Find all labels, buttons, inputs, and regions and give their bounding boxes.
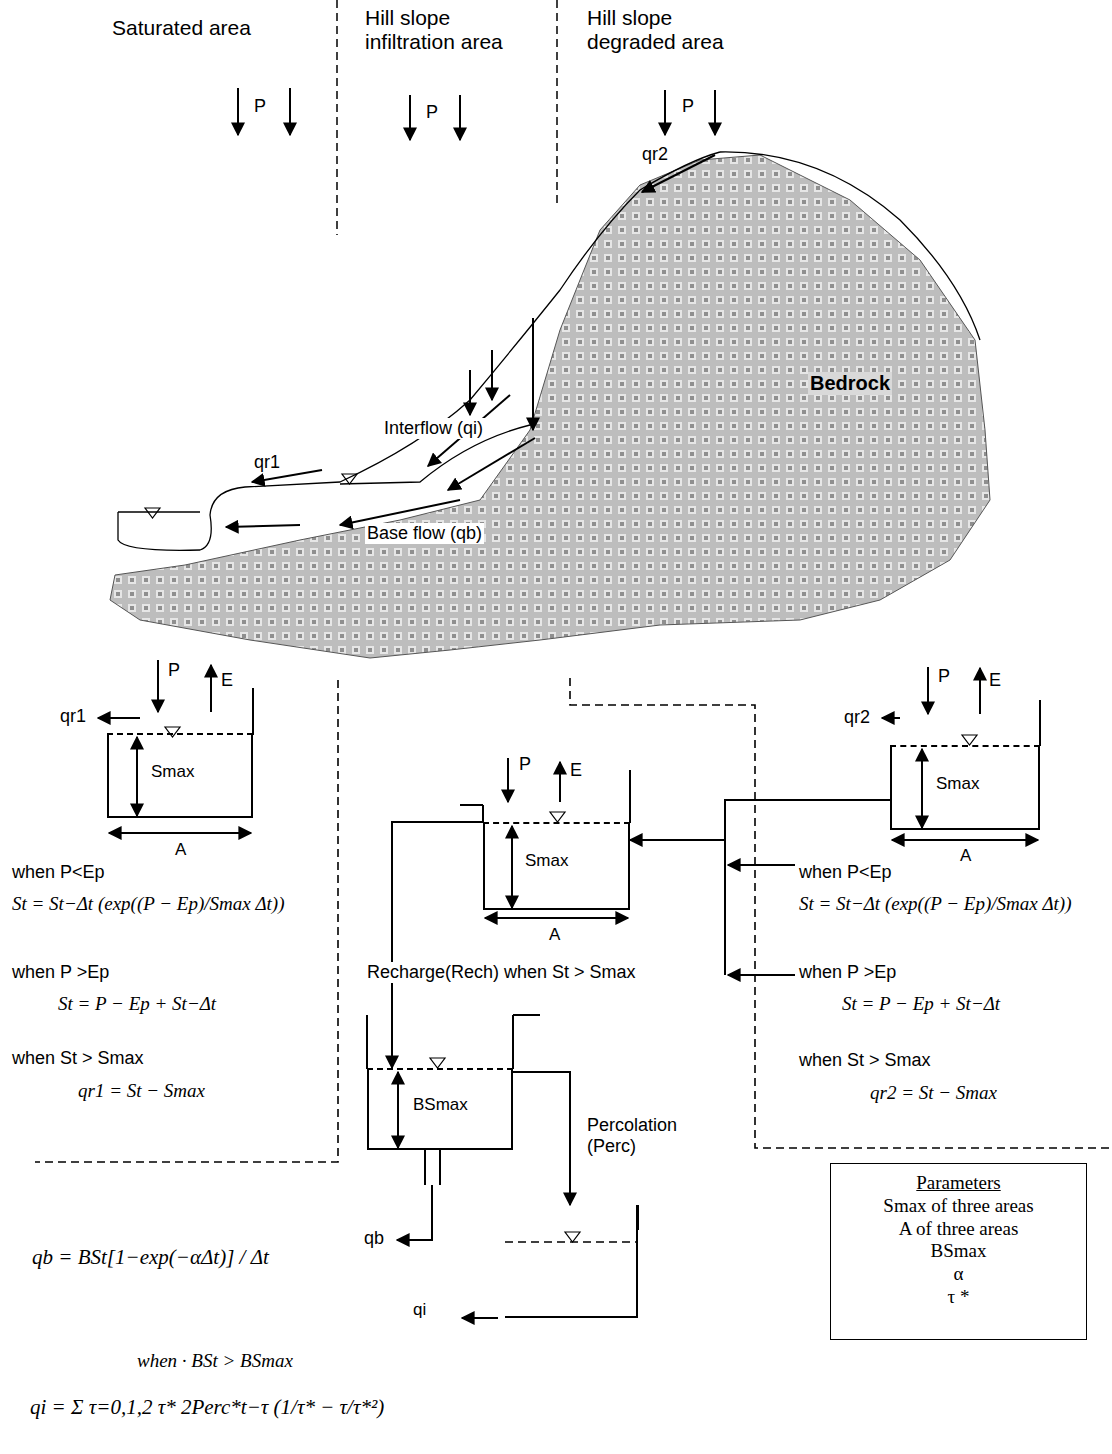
flow-label: when P<Ep (797, 862, 894, 883)
flow-label: P (680, 96, 696, 117)
flow-connector (392, 822, 483, 1068)
flow-label: Bedrock (808, 372, 892, 395)
flow-label: qr2 (640, 144, 670, 165)
area-title: Saturated area (110, 16, 253, 40)
flow-label: qr1 (58, 706, 88, 727)
tank-label: Smax (936, 775, 979, 794)
flow-label: when P >Ep (797, 962, 898, 983)
tank-label: BSmax (413, 1096, 468, 1115)
legend-title: Parameters (837, 1172, 1080, 1195)
flow-connector (630, 800, 890, 840)
reservoir-tank: SmaxA (107, 733, 253, 818)
flow-label: E (987, 670, 1003, 691)
parameter-name: BSmax (837, 1240, 1080, 1263)
flow-label: P (252, 96, 268, 117)
area-title: Hill slope degraded area (585, 6, 749, 54)
tank-label: qi (413, 1301, 426, 1320)
connector-label: Percolation (Perc) (585, 1115, 714, 1156)
flow-label: qr2 (842, 707, 872, 728)
area-title: Hill slope infiltration area (363, 6, 537, 54)
parameter-name: A of three areas (837, 1218, 1080, 1241)
flow-label: Base flow (qb) (365, 523, 484, 544)
equation: when · BSt > BSmax (135, 1350, 295, 1372)
reservoir-tank: BSmax (367, 1068, 513, 1150)
parameter-box: ParametersSmax of three areasA of three … (830, 1163, 1087, 1340)
flow-label: qb (362, 1228, 386, 1249)
equation: qr2 = St − Smax (868, 1082, 999, 1104)
flow-label: P (424, 102, 440, 123)
tank-label: A (175, 841, 186, 860)
parameter-name: Smax of three areas (837, 1195, 1080, 1218)
tank-label: A (960, 847, 971, 866)
flow-label: when St > Smax (10, 1048, 146, 1069)
equation: St = St−Δt (exp((P − Ep)/Smax Δt)) (10, 893, 287, 915)
flow-label: P (517, 754, 533, 775)
tank-label: Smax (525, 852, 568, 871)
equation: St = St−Δt (exp((P − Ep)/Smax Δt)) (797, 893, 1074, 915)
parameter-name: τ * (837, 1286, 1080, 1309)
tank-label: Smax (151, 763, 194, 782)
flow-label: E (568, 760, 584, 781)
parameter-name: α (837, 1263, 1080, 1286)
flow-label: qr1 (252, 452, 282, 473)
equation: qb = BSt[1−exp(−αΔt)] / Δt (30, 1245, 271, 1269)
flow-connector (513, 1072, 570, 1205)
reservoir-tank: SmaxA (890, 745, 1040, 830)
equation: St = P − Ep + St−Δt (56, 993, 218, 1015)
flow-label: E (219, 670, 235, 691)
equation: qr1 = St − Smax (76, 1080, 207, 1102)
reservoir-tank: SmaxA (483, 822, 630, 910)
flow-label: Interflow (qi) (382, 418, 485, 439)
flow-label: when P >Ep (10, 962, 111, 983)
flow-label: when St > Smax (797, 1050, 933, 1071)
equation: qi = Σ τ=0,1,2 τ* 2Perc*t−τ (1/τ* − τ/τ*… (28, 1395, 386, 1419)
flow-label: when P<Ep (10, 862, 107, 883)
connector-label: Recharge(Rech) when St > Smax (365, 962, 669, 983)
flow-label: P (936, 666, 952, 687)
tank-label: A (549, 926, 560, 945)
flow-label: P (166, 660, 182, 681)
equation: St = P − Ep + St−Δt (840, 993, 1002, 1015)
reservoir-tank: qi (505, 1205, 638, 1318)
